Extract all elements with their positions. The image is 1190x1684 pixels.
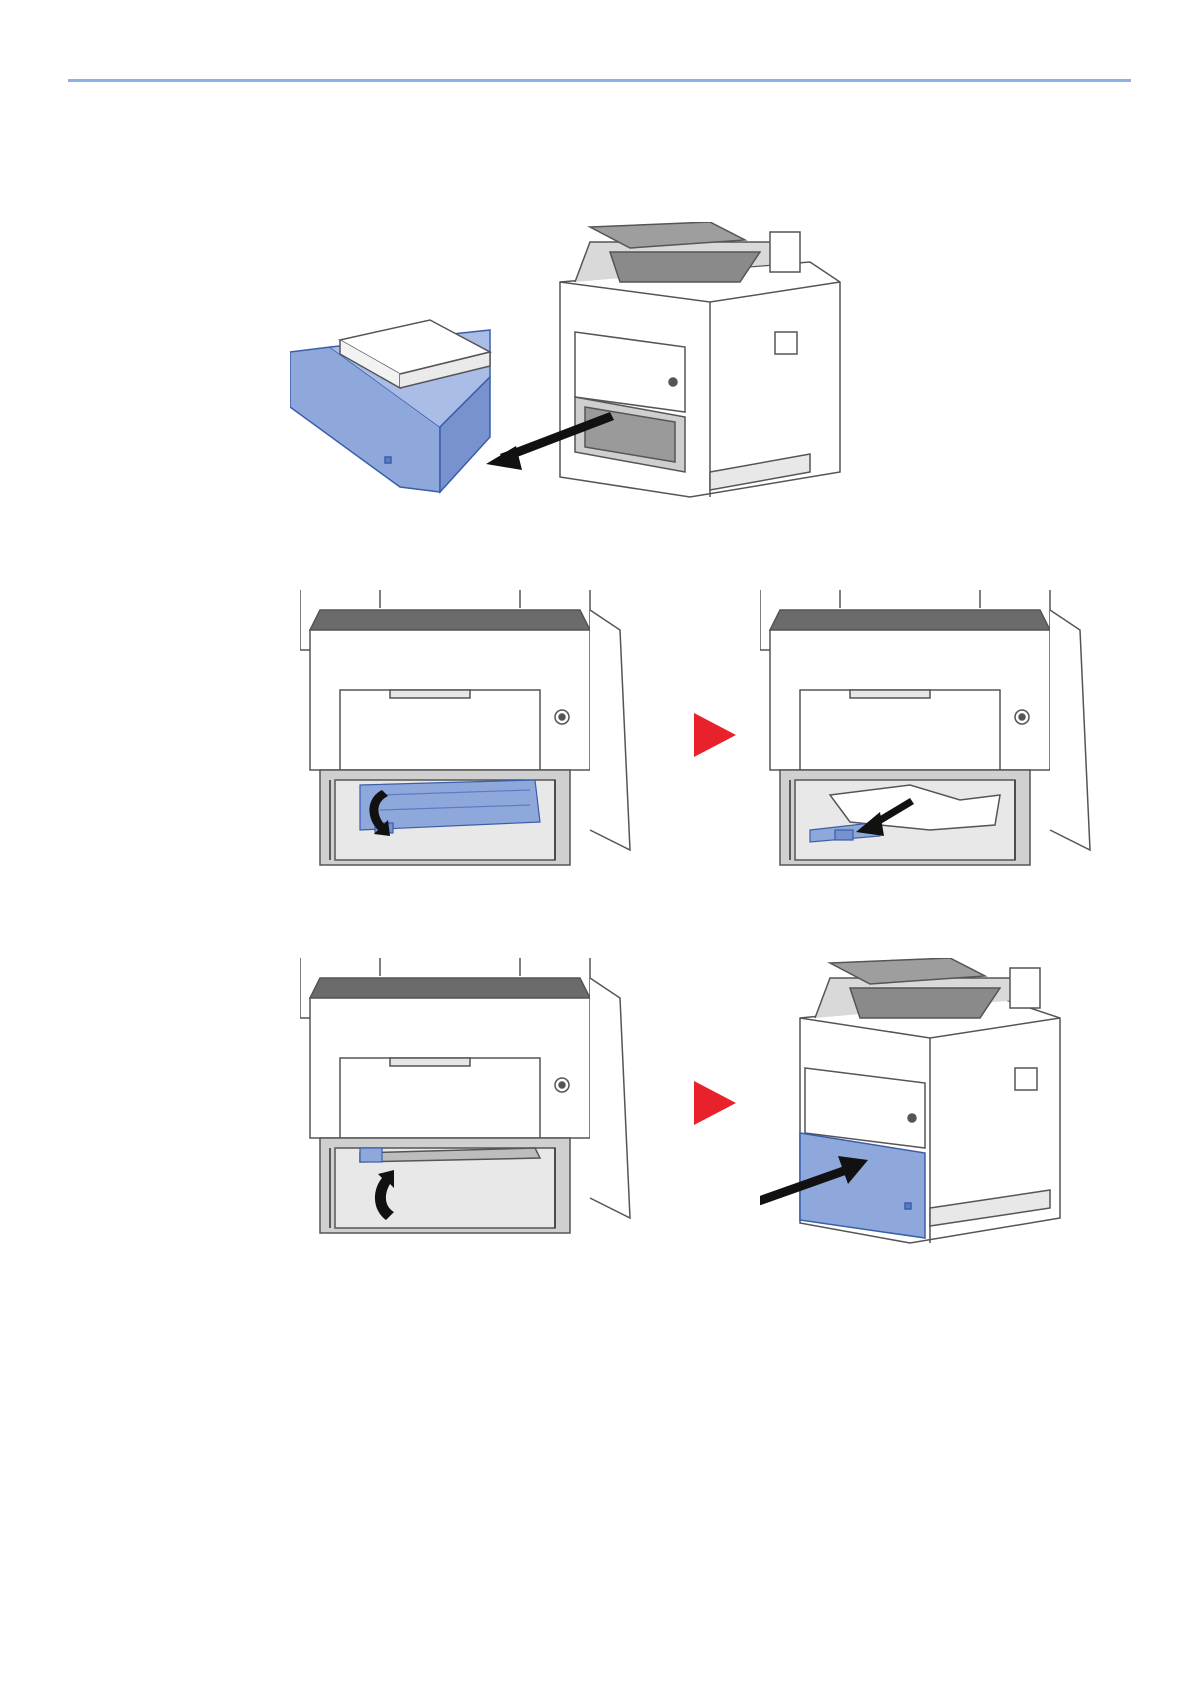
close-jam-cover-illustration (300, 958, 660, 1248)
pull-out-tray-illustration (290, 222, 850, 512)
next-step-arrow (694, 713, 736, 757)
open-jam-cover-illustration (300, 590, 660, 880)
next-step-arrow (694, 1081, 736, 1125)
remove-jammed-paper-illustration (760, 590, 1120, 880)
push-in-tray-illustration (760, 958, 1100, 1258)
header-rule (68, 79, 1131, 82)
